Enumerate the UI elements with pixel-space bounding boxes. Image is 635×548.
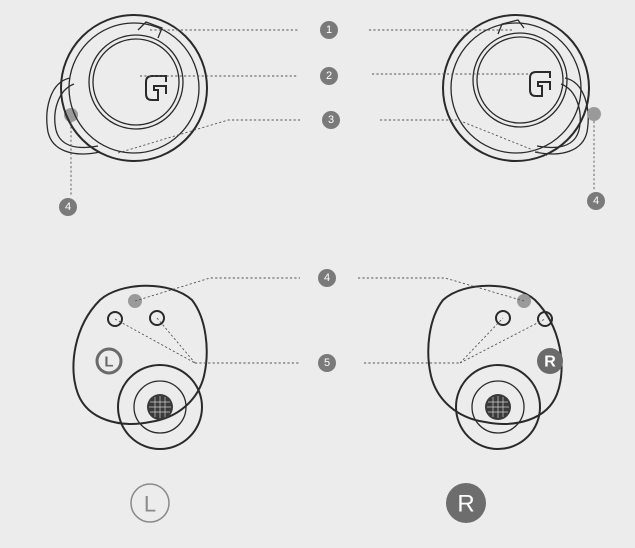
bottom-right-ear-tip [455,364,541,450]
svg-text:4: 4 [593,195,599,207]
callout-badge-5: 5 [318,354,336,372]
r-marker-icon: R [537,348,563,374]
svg-text:R: R [457,491,474,518]
top-left-earbud [46,14,208,162]
bottom-left-contact-2 [149,310,165,326]
callout-badge-4-top-right: 4 [587,192,605,210]
top-right-ear-tip [534,77,589,155]
top-left-touch-panel [88,34,184,130]
bottom-label-right: R [446,483,486,523]
bottom-left-ear-tip [117,364,203,450]
bottom-left-earbud: L [72,284,208,450]
callout-badge-4-bottom: 4 [318,269,336,287]
top-left-ear-tip [46,77,101,155]
top-left-body [60,14,208,162]
bottom-right-contact-2 [537,311,553,327]
callout-badge-4-top-left: 4 [59,198,77,216]
logo-icon [529,71,551,97]
bottom-label-left: L [130,483,170,523]
svg-text:L: L [104,354,113,371]
callout-badge-1: 1 [320,21,338,39]
svg-text:4: 4 [65,201,71,213]
callout-badge-3: 3 [322,111,340,129]
svg-text:L: L [144,492,156,517]
svg-text:1: 1 [326,24,332,36]
svg-text:4: 4 [324,272,330,284]
top-right-indicator [497,19,525,35]
bottom-left-contact-1 [107,311,123,327]
l-marker-icon: L [95,347,123,375]
bottom-left-body [72,284,208,425]
top-right-touch-panel [472,32,568,128]
top-right-sensor [587,107,601,121]
top-right-body [442,14,590,162]
callout-badge-2: 2 [320,67,338,85]
bottom-right-body [427,284,563,425]
bottom-right-contact-1 [495,310,511,326]
top-right-earbud [442,14,601,162]
svg-text:R: R [544,354,556,371]
logo-icon [145,75,167,101]
bottom-right-earbud: R [427,284,563,450]
svg-text:2: 2 [326,70,332,82]
svg-text:5: 5 [324,357,330,369]
top-left-indicator [137,21,163,39]
leader-lines [70,29,595,364]
svg-text:3: 3 [328,114,334,126]
